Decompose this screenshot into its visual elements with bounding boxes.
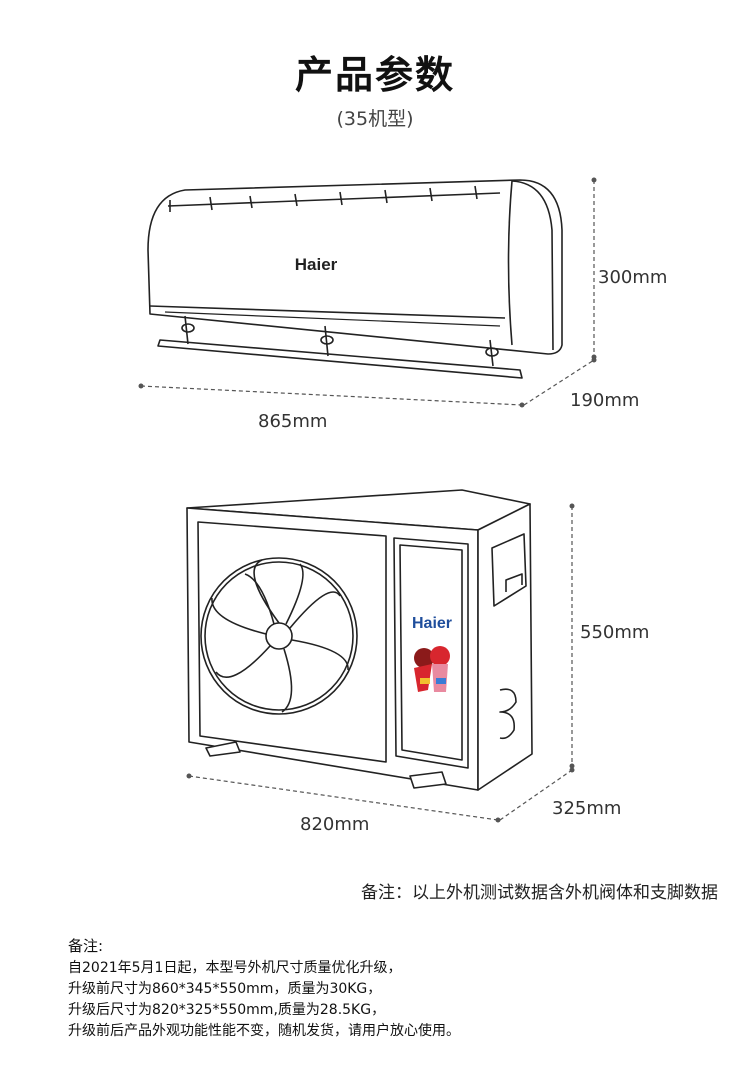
model-subtitle: (35机型) [336, 108, 414, 130]
remarks-label: 备注: [68, 937, 104, 955]
outdoor-height-label: 550mm [580, 622, 650, 643]
page-title: 产品参数 [294, 53, 455, 97]
outdoor-unit-drawing [186, 489, 533, 791]
outdoor-brand-logo: Haier [412, 615, 452, 632]
remarks-line: 自2021年5月1日起，本型号外机尺寸质量优化升级， [68, 960, 402, 976]
remarks-line: 升级前后产品外观功能性能不变，随机发货，请用户放心使用。 [68, 1023, 460, 1039]
remarks-block: 备注: 自2021年5月1日起，本型号外机尺寸质量优化升级， 升级前尺寸为860… [68, 936, 728, 1042]
indoor-unit-drawing [147, 179, 563, 379]
outdoor-width-label: 820mm [300, 814, 370, 835]
haier-brothers-mascot-icon [414, 646, 450, 692]
outdoor-depth-label: 325mm [552, 798, 622, 819]
indoor-width-label: 865mm [258, 411, 328, 432]
outdoor-dimension-lines [186, 503, 575, 823]
remarks-line: 升级前尺寸为860*345*550mm，质量为30KG， [68, 981, 382, 997]
indoor-brand-logo: Haier [295, 255, 338, 274]
indoor-height-label: 300mm [598, 267, 668, 288]
measurement-note: 备注：以上外机测试数据含外机阀体和支脚数据 [361, 883, 718, 903]
indoor-depth-label: 190mm [570, 390, 640, 411]
indoor-dimension-lines [138, 177, 597, 408]
remarks-line: 升级后尺寸为820*325*550mm,质量为28.5KG， [68, 1002, 386, 1018]
